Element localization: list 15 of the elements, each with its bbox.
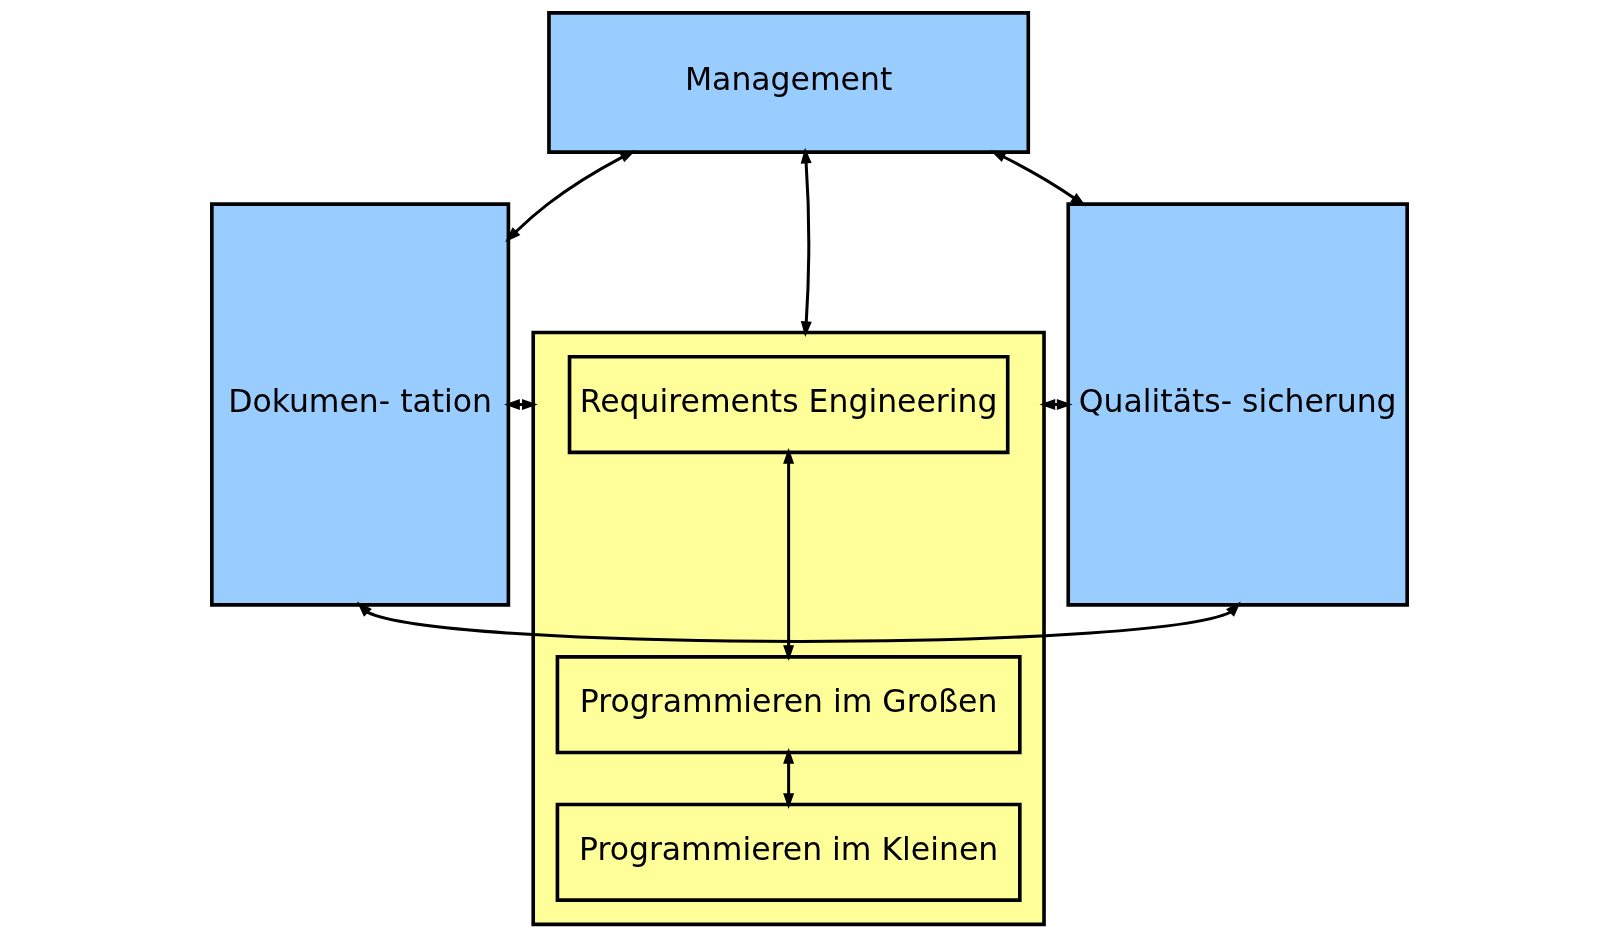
arrow	[989, 150, 1086, 207]
node-box: Programmieren im Kleinen	[555, 802, 1022, 902]
arrow	[356, 601, 1241, 643]
arrow	[782, 448, 794, 661]
node-box: Programmieren im Großen	[555, 655, 1022, 755]
arrow	[800, 147, 812, 338]
arrow	[1038, 399, 1073, 411]
cluster	[530, 330, 1046, 927]
node-box: Requirements Engineering	[567, 354, 1010, 455]
arrow	[503, 399, 538, 411]
arrow	[504, 150, 636, 243]
node-box: Management	[546, 11, 1030, 154]
node-box: Dokumen- tation	[209, 202, 510, 607]
arrow	[782, 748, 794, 810]
node-box: Qualitäts- sicherung	[1065, 202, 1409, 607]
